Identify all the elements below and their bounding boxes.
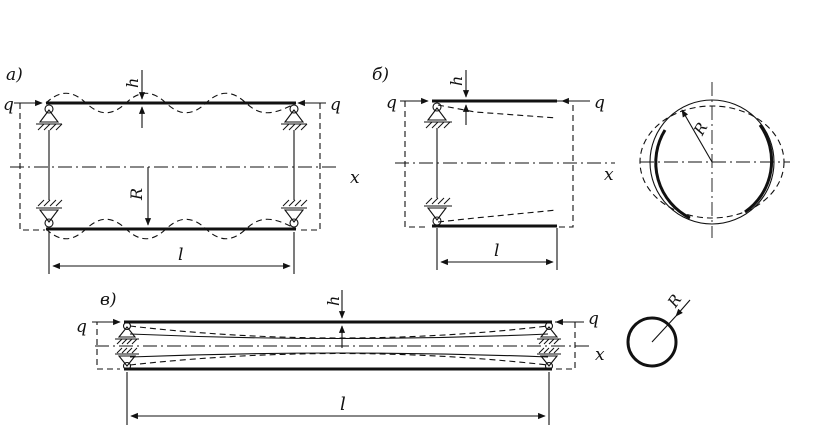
panel-b-load-left-label: q: [386, 93, 397, 113]
panel-v-inner-line-bottom: [129, 352, 549, 358]
panel-b-support-top: [424, 102, 452, 129]
panel-v-section-radius-line: [651, 315, 677, 343]
panel-v-load-frame-right: [555, 321, 576, 370]
panel-b-load-right-label: q: [594, 93, 605, 113]
panel-b-label: б): [372, 65, 389, 85]
panel-b-h-label: h: [447, 76, 466, 86]
panel-v: в) x: [76, 290, 691, 425]
panel-a-load-left-label: q: [3, 95, 14, 115]
panel-a-support-bottom-right: [281, 199, 308, 228]
panel-v-h-label: h: [324, 296, 343, 306]
panel-v-cross-section: R: [626, 291, 691, 368]
panel-a-load-frame-left: [19, 103, 45, 231]
panel-b-section-radius-arrow: [681, 109, 713, 163]
panel-b-bottom-deformed-line: [437, 209, 558, 223]
panel-v-support-bottom-left: [115, 347, 139, 371]
panel-b-span-label: l: [494, 241, 499, 261]
panel-b-section-radius-label: R: [690, 119, 712, 139]
panel-v-load-left-label: q: [76, 317, 87, 337]
panel-v-support-top-left: [115, 321, 139, 345]
panel-v-label: в): [100, 290, 117, 310]
panel-v-load-frame-left: [96, 321, 120, 370]
panel-v-span-label: l: [340, 394, 346, 415]
panel-a-axis-label: x: [350, 168, 360, 188]
panel-a-support-top-right: [281, 104, 308, 131]
panel-v-top-deformed-curve: [129, 325, 549, 339]
panel-b-top-deformed-line: [437, 104, 558, 119]
panel-b-load-frame-right: [557, 100, 574, 228]
panel-b: б) x q q h: [372, 65, 790, 270]
panel-v-support-top-right: [537, 321, 561, 345]
panel-a-radius-label: R: [127, 188, 146, 201]
panel-a-support-bottom-left: [36, 199, 63, 228]
panel-b-section-circle: [649, 99, 775, 225]
panel-a-load-right-label: q: [330, 95, 341, 115]
panel-b-section-deformed-ellipse: [639, 105, 785, 219]
panel-b-support-bottom: [424, 197, 452, 226]
panel-b-axis-label: x: [604, 165, 614, 185]
panel-b-section-arc-left: [654, 129, 691, 220]
panel-v-axis-label: x: [595, 345, 605, 365]
panel-v-section-circle: [626, 316, 678, 368]
panel-b-load-frame-left: [404, 100, 428, 228]
panel-v-support-bottom-right: [537, 347, 561, 371]
panel-a-bottom-buckle-wave: [45, 218, 297, 240]
panel-a-support-top-left: [36, 104, 63, 131]
panel-b-cross-section: R: [639, 82, 790, 238]
panel-v-load-right-label: q: [588, 309, 599, 329]
panel-b-section-arc-right: [744, 124, 774, 214]
panel-a-h-label: h: [123, 78, 142, 88]
panel-v-bottom-deformed-curve: [129, 352, 549, 366]
panel-v-section-radius-arrow: [675, 299, 691, 317]
panel-a-span-label: l: [178, 245, 183, 265]
panel-a-top-buckle-wave: [45, 92, 297, 114]
panel-a-label: а): [6, 65, 23, 85]
panel-v-inner-line-top: [129, 333, 549, 340]
panel-a: а) x: [3, 65, 360, 274]
